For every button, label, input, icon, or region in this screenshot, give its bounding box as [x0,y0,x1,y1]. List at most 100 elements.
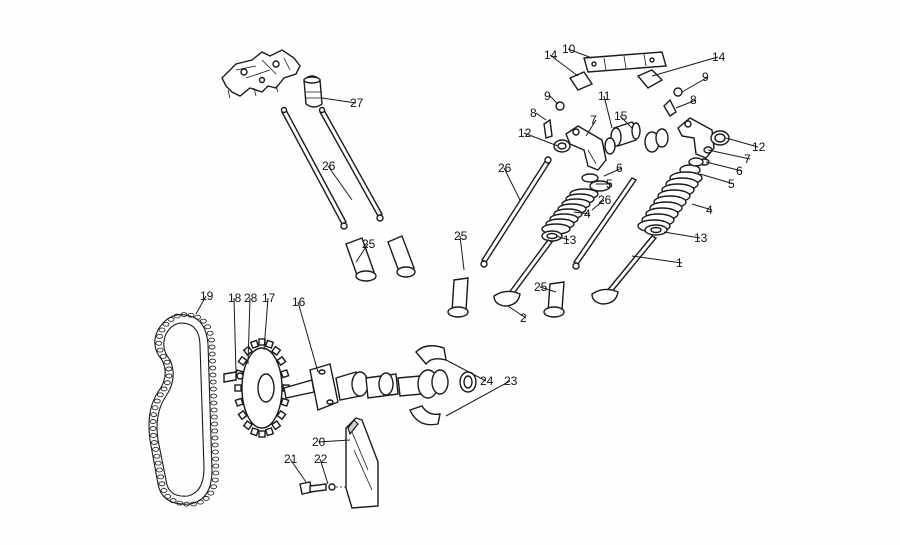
chain-link [165,373,173,379]
chain-link [208,337,215,343]
chain-link [159,353,167,359]
chain-link [210,386,217,392]
camshaft-lower [283,363,449,411]
sprocket-tooth [234,397,244,407]
callout-c15: 15 [614,109,628,123]
chain-link [190,501,198,507]
chain-link [156,467,163,473]
chain-link [211,421,218,427]
rocker-arm-left [565,125,607,171]
callout-c17: 17 [262,291,276,305]
chain-link [149,419,157,424]
camshaft-sprocket [234,338,290,438]
leader-c20 [317,439,351,443]
sprocket-tooth [249,339,260,349]
valve-spring-right [637,171,703,233]
leader-c9b [681,76,709,93]
chain-link [206,330,214,336]
chain-link [167,317,175,322]
chain-link [194,314,202,320]
leader-c2 [507,305,527,319]
leader-c7b [707,149,751,160]
sprocket-tooth [242,345,254,356]
callout-c1: 1 [676,256,683,270]
leader-c22 [319,458,329,485]
chain-link [183,501,191,507]
leader-c8a [535,112,547,121]
leader-c7a [585,119,597,137]
leader-c1 [631,255,683,264]
leader-c4b [691,203,713,211]
callout-c5b: 5 [728,177,735,191]
leader-c9a [549,95,559,105]
chain-link [210,407,218,413]
chain-link [156,392,164,398]
chain-link [180,312,188,318]
chain-link [164,493,172,499]
callout-c26b: 26 [498,161,512,175]
chain-link [202,496,210,501]
chain-link [160,386,168,392]
chain-link [169,498,177,504]
sprocket-tooth [270,420,282,431]
chain-link [210,484,218,490]
callout-c19: 19 [200,289,214,303]
chain-link [152,446,160,452]
chain-link [155,340,163,346]
leader-c24 [445,359,487,382]
sprocket-tooth [234,384,242,392]
callout-c28: 28 [244,291,258,305]
sprocket-bolt [223,371,244,383]
chain-link [154,460,162,466]
leader-c26a [327,165,353,201]
leader-c15 [619,115,633,129]
callout-c10: 10 [562,42,576,56]
callout-c25a: 25 [362,237,376,251]
push-rods-right [480,156,638,270]
washers-left [543,101,571,153]
callout-c11: 11 [598,89,611,103]
chain-link [173,313,181,319]
chain-link [156,333,163,339]
leader-c13a [555,235,570,241]
leader-c26c [591,199,605,211]
chain-link [210,414,218,420]
sprocket-tooth [264,427,275,437]
leader-c25b [459,235,465,271]
callout-c16: 16 [292,295,306,309]
push-rods-left [280,106,384,230]
chain-link [163,359,171,365]
leader-c14b [651,56,719,77]
sprocket-tooth [276,409,287,421]
callout-c26a: 26 [322,159,336,173]
sprocket-tooth [270,345,282,356]
chain-link [209,379,217,385]
chain-link [211,435,219,441]
sprocket-tooth [258,430,266,438]
leader-c13b [663,231,701,239]
callout-c4b: 4 [706,203,713,217]
callout-c21: 21 [284,452,298,466]
chain-link [156,347,164,353]
chain-link [151,405,159,411]
sprocket-tooth [242,420,254,431]
chain-link [160,488,168,493]
callout-c9a: 9 [544,89,551,103]
callout-c6b: 6 [736,164,743,178]
valve-intake [493,239,554,307]
chain-link [211,428,219,434]
sprocket-tooth [237,355,248,367]
leader-c16 [297,301,319,373]
callout-c12b: 12 [752,140,766,154]
chain-link [187,312,195,318]
leader-c27 [321,97,357,104]
leader-c4a [573,211,591,215]
leader-lines [195,48,759,485]
callout-c18: 18 [228,291,242,305]
chain-tensioner [345,417,379,509]
leader-c12a [523,132,559,147]
leader-c6a [603,167,623,177]
leader-c19 [195,295,207,315]
leader-c25c [539,286,557,293]
